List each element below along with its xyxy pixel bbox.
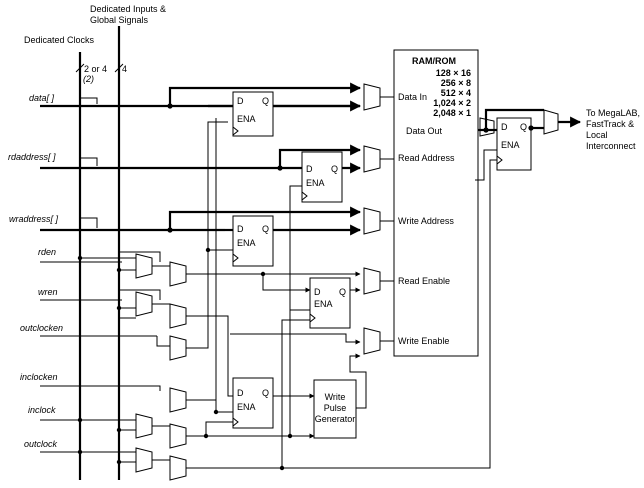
port-data-out: Data Out	[406, 126, 443, 136]
dedicated-inputs-label-1: Dedicated Inputs &	[90, 4, 166, 14]
svg-text:Q: Q	[262, 96, 269, 106]
mux-rden-2	[169, 261, 187, 287]
svg-text:Q: Q	[520, 122, 527, 132]
svg-text:D: D	[237, 388, 244, 398]
ram-rom-block: RAM/ROM 128 × 16 256 × 8 512 × 4 1,024 ×…	[393, 49, 479, 357]
input-wires	[40, 97, 360, 453]
register-read-enable: D Q ENA	[309, 277, 351, 329]
port-read-address: Read Address	[398, 153, 455, 163]
svg-text:To MegaLAB,: To MegaLAB,	[586, 108, 640, 118]
svg-text:Pulse: Pulse	[324, 403, 347, 413]
svg-text:ENA: ENA	[306, 178, 325, 188]
svg-text:Interconnect: Interconnect	[586, 141, 636, 151]
svg-text:Generator: Generator	[315, 414, 356, 424]
mux-inclock-1	[135, 413, 153, 439]
input-bus-width-label: 4	[122, 64, 127, 74]
inclock-input-label: inclock	[28, 405, 56, 415]
mux-wren-1	[135, 291, 153, 317]
wraddress-input-label: wraddress[ ]	[9, 214, 59, 224]
svg-text:D: D	[314, 287, 321, 297]
register-data-in: D Q ENA	[232, 91, 274, 137]
svg-text:ENA: ENA	[314, 299, 333, 309]
svg-text:2,048 × 1: 2,048 × 1	[433, 108, 471, 118]
mux-inclock-2	[169, 423, 187, 449]
internal-wires	[167, 82, 582, 471]
clock-bus-width-note: (2)	[83, 74, 94, 84]
register-data-out: D Q ENA	[496, 117, 532, 171]
svg-text:D: D	[237, 224, 244, 234]
port-read-enable: Read Enable	[398, 276, 450, 286]
svg-text:D: D	[501, 122, 508, 132]
mux-wren-2	[169, 303, 187, 329]
svg-text:Q: Q	[262, 224, 269, 234]
svg-text:512 × 4: 512 × 4	[441, 88, 471, 98]
svg-text:128 × 16: 128 × 16	[436, 68, 471, 78]
register-read-address: D Q ENA	[301, 151, 343, 203]
svg-text:ENA: ENA	[501, 140, 520, 150]
svg-text:ENA: ENA	[237, 402, 256, 412]
svg-text:Write: Write	[325, 392, 346, 402]
input-labels: data[ ] rdaddress[ ] wraddress[ ] rden w…	[8, 93, 63, 449]
svg-text:ENA: ENA	[237, 238, 256, 248]
outclock-input-label: outclock	[24, 439, 58, 449]
mux-rden-1	[135, 253, 153, 279]
svg-text:Local: Local	[586, 130, 608, 140]
outclocken-input-label: outclocken	[20, 323, 63, 333]
svg-text:D: D	[237, 96, 244, 106]
svg-text:256 × 8: 256 × 8	[441, 78, 471, 88]
mux-outclocken	[169, 335, 187, 361]
output-label: To MegaLAB, FastTrack & Local Interconne…	[586, 108, 640, 151]
mux-outclock-2	[169, 455, 187, 481]
svg-text:Q: Q	[339, 287, 346, 297]
register-write-enable: D Q ENA	[232, 377, 274, 429]
rdaddress-input-label: rdaddress[ ]	[8, 152, 56, 162]
ram-rom-title: RAM/ROM	[412, 56, 456, 66]
port-data-in: Data In	[398, 92, 427, 102]
global-buses	[75, 26, 124, 480]
register-write-address: D Q ENA	[232, 215, 274, 267]
svg-text:1,024 × 2: 1,024 × 2	[433, 98, 471, 108]
dedicated-inputs-label-2: Global Signals	[90, 15, 149, 25]
port-write-address: Write Address	[398, 216, 454, 226]
svg-text:Q: Q	[331, 164, 338, 174]
wren-input-label: wren	[38, 287, 58, 297]
write-pulse-generator: Write Pulse Generator	[313, 379, 357, 439]
data-input-label: data[ ]	[29, 93, 55, 103]
port-write-enable: Write Enable	[398, 336, 449, 346]
svg-text:ENA: ENA	[237, 114, 256, 124]
svg-text:Q: Q	[262, 388, 269, 398]
mux-outclock-1	[135, 447, 153, 473]
svg-text:D: D	[306, 164, 313, 174]
input-muxes	[77, 251, 187, 481]
rden-input-label: rden	[38, 247, 56, 257]
mux-inclocken	[169, 387, 187, 413]
dedicated-clocks-label: Dedicated Clocks	[24, 35, 95, 45]
inclocken-input-label: inclocken	[20, 372, 58, 382]
svg-text:FastTrack &: FastTrack &	[586, 119, 634, 129]
clock-bus-width-label: 2 or 4	[84, 64, 107, 74]
port-muxes	[363, 83, 559, 355]
